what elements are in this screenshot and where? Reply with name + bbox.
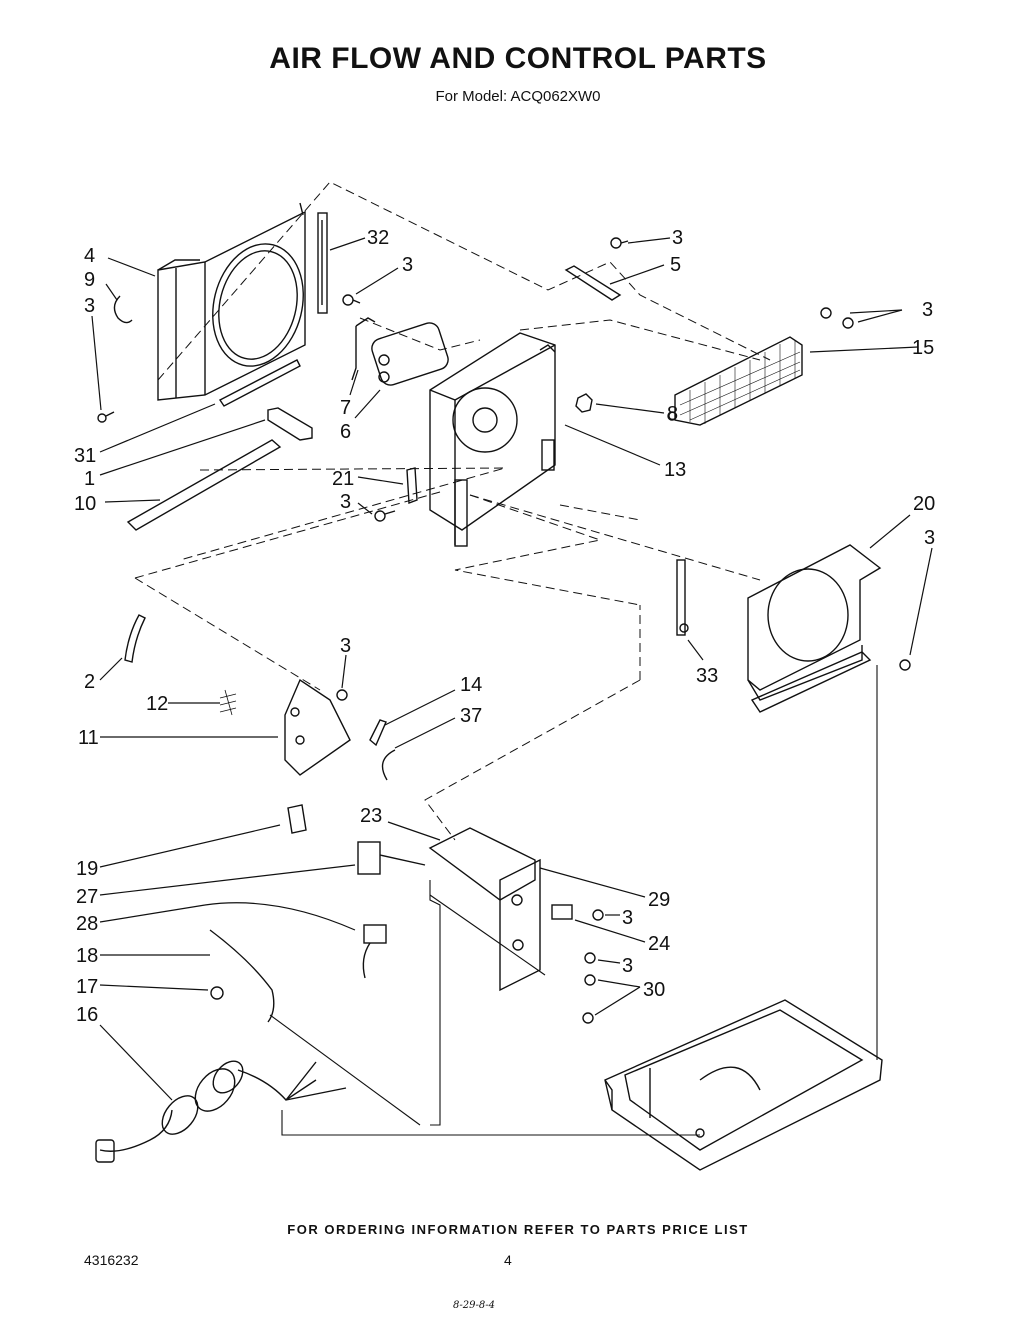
callout-3: 3: [672, 227, 683, 249]
screw-icon: [899, 659, 911, 671]
spring-part-12: [219, 689, 237, 716]
knob-part-19: [287, 804, 307, 834]
page-title: AIR FLOW AND CONTROL PARTS: [269, 42, 767, 75]
fan-shroud-part-4: [157, 202, 306, 401]
callout-3: 3: [402, 254, 413, 276]
screw-icon: [210, 986, 224, 1000]
page-number: 4: [504, 1252, 512, 1268]
hose-part-2: [124, 614, 146, 663]
callout-21: 21: [332, 468, 354, 490]
control-bracket-part-23: [428, 827, 541, 992]
callout-1: 1: [84, 468, 95, 490]
callout-27: 27: [76, 886, 98, 908]
callout-24: 24: [648, 933, 670, 955]
callout-20: 20: [913, 493, 935, 515]
block-part-1: [267, 407, 313, 441]
callout-3: 3: [622, 907, 633, 929]
ordering-info-note: FOR ORDERING INFORMATION REFER TO PARTS …: [287, 1222, 749, 1237]
callout-3: 3: [924, 527, 935, 549]
callout-14: 14: [460, 674, 482, 696]
screw-icon: [820, 307, 854, 329]
power-cord-part-16: [95, 1060, 347, 1163]
screw-icon: [97, 411, 115, 423]
callout-3: 3: [340, 635, 351, 657]
screw-icon: [582, 909, 604, 1024]
callout-16: 16: [76, 1004, 98, 1026]
callout-31: 31: [74, 445, 96, 467]
screw-icon: [336, 689, 348, 701]
callout-4: 4: [84, 245, 95, 267]
callout-2: 2: [84, 671, 95, 693]
callout-6: 6: [340, 421, 351, 443]
callout-19: 19: [76, 858, 98, 880]
callout-11: 11: [78, 727, 99, 749]
callout-3: 3: [84, 295, 95, 317]
screw-icon: [342, 294, 361, 306]
callout-28: 28: [76, 913, 98, 935]
capacitor-bracket-part-7: [351, 317, 376, 381]
bracket-part-5: [564, 265, 622, 301]
callout-3: 3: [922, 299, 933, 321]
gasket-strip-part-32: [317, 212, 328, 314]
callout-17: 17: [76, 976, 98, 998]
fan-housing-part-20: [747, 544, 882, 713]
callout-8: 8: [667, 403, 678, 425]
callout-37: 37: [460, 705, 482, 727]
callout-33: 33: [696, 665, 718, 687]
bracket-part-33: [676, 559, 689, 636]
bar-part-10: [126, 439, 282, 531]
model-subtitle: For Model: ACQ062XW0: [435, 88, 601, 105]
callout-15: 15: [912, 337, 934, 359]
callout-13: 13: [664, 459, 686, 481]
scroll-housing-part-13: [429, 332, 556, 547]
callout-5: 5: [670, 254, 681, 276]
callout-12: 12: [146, 693, 168, 715]
document-number: 4316232: [84, 1252, 139, 1268]
leader-lines: [91, 237, 933, 1101]
callout-9: 9: [84, 269, 95, 291]
bracket-part-21: [406, 467, 418, 504]
clip-part-37: [381, 749, 396, 781]
wire-part-18: [209, 929, 275, 1023]
handwritten-note: 8-29-8-4: [453, 1300, 495, 1311]
callout-32: 32: [367, 227, 389, 249]
bracket-part-11: [284, 678, 351, 776]
strip-part-31: [218, 359, 301, 407]
wire-routing-lines: [269, 665, 878, 1136]
bracket-part-14: [369, 719, 387, 747]
callout-18: 18: [76, 945, 98, 967]
callout-10: 10: [74, 493, 96, 515]
callout-29: 29: [648, 889, 670, 911]
grille-part-15: [667, 336, 803, 426]
clip-part-9: [113, 295, 133, 324]
nut-part-8: [575, 393, 593, 413]
callout-7: 7: [340, 397, 351, 419]
callout-30: 30: [643, 979, 665, 1001]
assembly-guide-lines: [134, 181, 771, 841]
callout-3: 3: [622, 955, 633, 977]
switch-part-27: [357, 841, 426, 875]
callout-3: 3: [340, 491, 351, 513]
capacitor-part-6: [371, 322, 449, 386]
callout-labels: 4 9 3 32 3 3 5 3 15 7 6 8 13 31 1 10 21 …: [74, 227, 935, 1026]
base-pan: [604, 999, 883, 1171]
screw-icon: [374, 510, 396, 522]
thermostat-part-28: [362, 924, 387, 979]
screw-icon: [610, 237, 629, 249]
connector-part-24: [551, 904, 573, 920]
callout-23: 23: [360, 805, 382, 827]
